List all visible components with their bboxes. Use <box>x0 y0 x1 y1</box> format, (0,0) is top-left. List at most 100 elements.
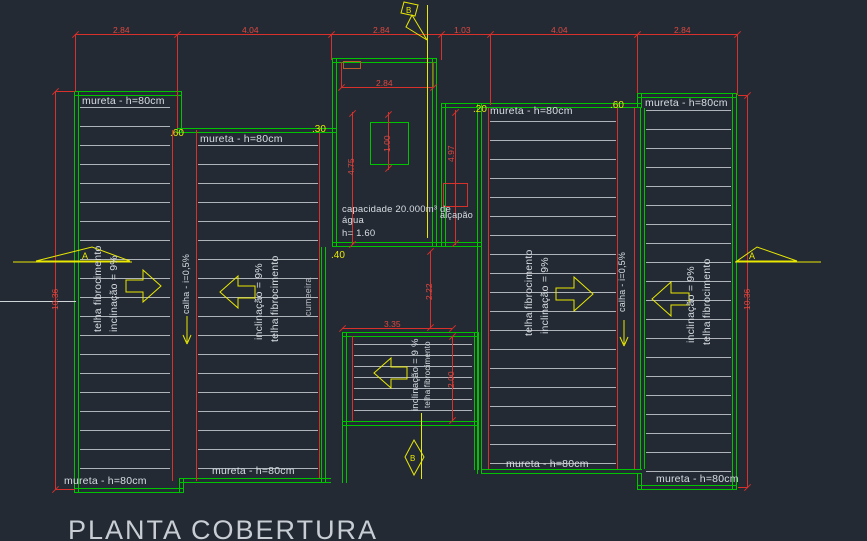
cumeeira-label: cumeeira <box>303 277 313 316</box>
dim-right-height: 10.36 <box>742 288 752 310</box>
dim-line-tank-width <box>341 87 433 88</box>
telha-label-s2: telha fibrocimento <box>269 255 281 342</box>
outline-section4-left-wall <box>640 108 645 469</box>
offset-tank-gap: .40 <box>331 250 345 261</box>
dim-tick <box>448 324 457 333</box>
dim-line-mid-gap <box>430 251 431 328</box>
calha-label-right: calha - i=0,5% <box>617 251 627 312</box>
tank-corner-mark <box>343 61 361 69</box>
dim-ext <box>55 91 75 92</box>
dim-lower-height: 2.00 <box>446 371 456 388</box>
section-b-arrow-icon <box>404 438 425 477</box>
dim-tank-width: 2.84 <box>376 78 393 88</box>
outline-right-wall <box>732 93 737 490</box>
dim-line-tank-opening <box>388 112 389 170</box>
dim-top-4: 1.03 <box>454 25 471 35</box>
section-b-arrow-icon <box>405 13 428 41</box>
ridge-line <box>319 133 320 478</box>
section-a-letter: A <box>82 251 88 261</box>
section-a-marker-left: A <box>13 246 132 263</box>
lower-roof-bottom <box>342 421 479 426</box>
dim-top-2: 4.04 <box>242 25 259 35</box>
alcapao-label: alçapão <box>440 210 473 220</box>
dim-line-top <box>75 34 737 35</box>
telha-label-s1: telha fibrocimento <box>92 245 104 332</box>
slope-arrow-right-section1 <box>125 268 162 304</box>
outline-step-bottom-right <box>637 474 642 490</box>
dim-ext <box>433 62 434 87</box>
outline-bottom-section1 <box>74 488 184 493</box>
dim-line-lower-height <box>452 336 453 421</box>
tank-outline-left <box>332 58 337 247</box>
mureta-label-s1-bottom: mureta - h=80cm <box>64 475 147 487</box>
dim-ext <box>738 487 748 488</box>
dim-tick <box>384 164 393 173</box>
dim-ext <box>737 34 738 95</box>
dim-ext <box>637 34 638 93</box>
mureta-label-s3-top: mureta - h=80cm <box>490 105 573 117</box>
mureta-label-s2-top: mureta - h=80cm <box>200 133 283 145</box>
tank-capacity-line2: água <box>342 215 364 226</box>
outline-bottom-section2 <box>179 478 331 483</box>
slope-arrow-left-lower-roof <box>373 356 408 390</box>
mureta-label-s3-bottom: mureta - h=80cm <box>506 458 589 470</box>
gutter-right-edge1 <box>617 108 618 469</box>
tank-outline-top <box>332 58 437 63</box>
gutter-left-edge2 <box>196 130 197 481</box>
section-b-marker-bottom: B <box>404 438 425 477</box>
dim-ext <box>55 489 75 490</box>
dim-corridor: 4.97 <box>446 145 456 162</box>
tank-outline-right <box>432 58 437 247</box>
dim-tank-side: 4.75 <box>346 158 356 175</box>
section-a-arrow-icon <box>35 246 131 262</box>
section-a-marker-right: A <box>735 246 821 263</box>
dim-line-tank-side <box>352 112 353 245</box>
telha-label-s3: telha fibrocimento <box>523 249 535 336</box>
mureta-label-s4-top: mureta - h=80cm <box>645 97 728 109</box>
dim-top-1: 2.84 <box>113 25 130 35</box>
dim-mid-width: 3.35 <box>384 319 401 329</box>
dim-line-mid-width <box>342 328 452 329</box>
dim-left-height: 10.36 <box>50 288 60 310</box>
inclinacao-label-s4: inclinação = 9% <box>685 266 697 343</box>
outline-left-wall <box>74 91 79 493</box>
outline-top-section1 <box>74 91 182 96</box>
outline-section2-right-wall <box>321 247 326 483</box>
leader-line-left <box>0 301 76 302</box>
dim-line-left-height <box>55 91 56 490</box>
outline-bottom-section3 <box>482 469 642 474</box>
telha-label-s4: telha fibrocimento <box>701 258 713 345</box>
offset-left-step: .60 <box>170 128 184 139</box>
dim-line-right-height <box>747 95 748 488</box>
telha-label-lower: telha fibrocimento <box>423 341 432 408</box>
inclinacao-label-s3: inclinação = 9% <box>539 257 551 334</box>
section-b-flag <box>400 1 419 17</box>
section-b-letter: B <box>410 454 415 463</box>
inclinacao-label-s2: inclinação = 9% <box>253 263 265 340</box>
drawing-title: PLANTA COBERTURA <box>68 515 379 541</box>
outline-top-section2 <box>177 128 337 133</box>
outline-section3-left-wall <box>477 103 482 474</box>
slope-arrow-left-section2 <box>219 274 256 310</box>
roof-hatch-section1 <box>80 107 170 487</box>
section-b-letter: B <box>406 6 411 15</box>
gutter-flow-arrow-left <box>182 316 192 345</box>
section-b-line-top <box>427 5 428 238</box>
mureta-label-s4-bottom: mureta - h=80cm <box>656 473 739 485</box>
dim-tank-opening: 1.00 <box>382 135 392 152</box>
gutter-left-edge1 <box>172 130 173 481</box>
dim-ext <box>341 62 342 87</box>
roof-hatch-section2 <box>198 145 318 477</box>
dim-ext <box>177 34 178 128</box>
offset-right-step: .60 <box>610 100 624 111</box>
outline-top-section4 <box>637 93 737 98</box>
slope-arrow-right-section3 <box>555 275 594 313</box>
section-a-letter: A <box>749 251 755 261</box>
dim-top-3: 2.84 <box>373 25 390 35</box>
outline-step-bottom-left <box>179 478 184 493</box>
dim-ext <box>75 34 76 91</box>
tank-height-label: h= 1.60 <box>342 228 376 239</box>
section3-eave-line <box>488 108 489 469</box>
lower-roof-eave-line <box>352 336 353 421</box>
